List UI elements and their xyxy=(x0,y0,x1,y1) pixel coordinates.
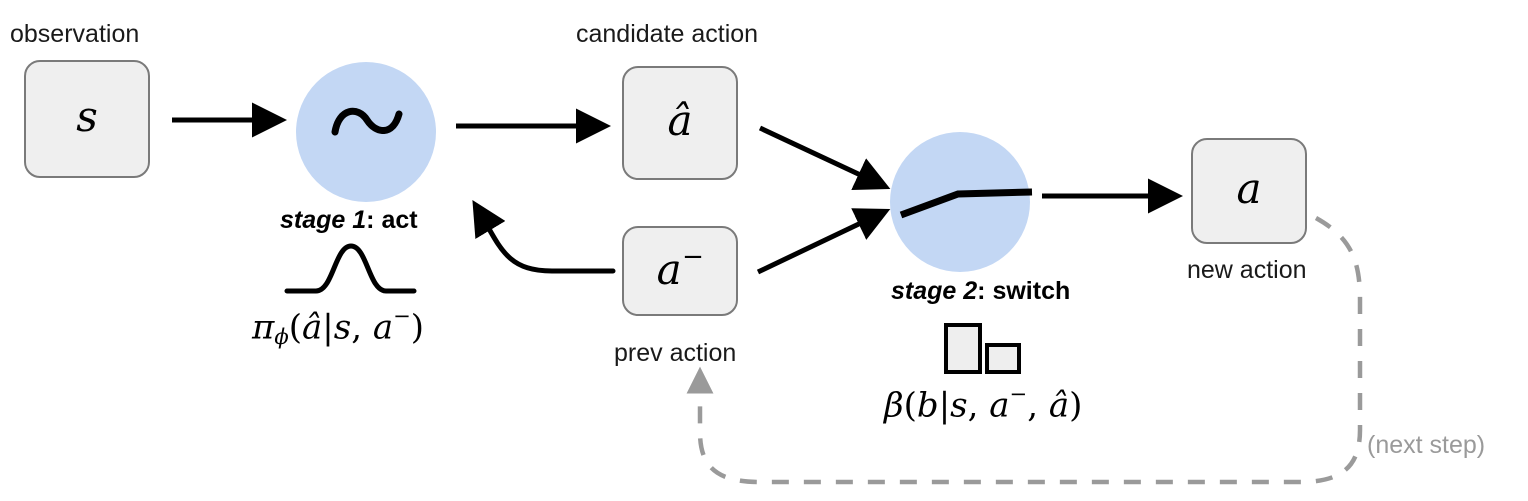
gaussian-bump-sketch xyxy=(284,243,417,294)
stage-1-label: stage 1: act xyxy=(280,206,418,234)
switch-lever-icon xyxy=(899,188,1033,219)
edge-prev-action-to-stage-1 xyxy=(472,199,616,274)
candidate-action-symbol: â xyxy=(667,96,693,145)
stage-2-circle[interactable] xyxy=(890,132,1030,272)
next-step-annotation: (next step) xyxy=(1367,431,1486,459)
observation-caption: observation xyxy=(10,20,140,48)
new-action-caption: new action xyxy=(1187,256,1307,284)
bar-short xyxy=(985,343,1021,374)
stage-1-formula: πϕ(â|s, a−) xyxy=(252,303,425,350)
prev-action-caption: prev action xyxy=(614,339,737,367)
prev-action-box[interactable]: a− xyxy=(622,226,738,316)
stage-2-formula: β(b|s, a−, â) xyxy=(884,381,1083,426)
edge-new-action-to-prev-action-feedback xyxy=(686,216,1363,485)
new-action-symbol: a xyxy=(1236,164,1262,213)
two-bar-chart-sketch xyxy=(944,323,1021,374)
candidate-action-box[interactable]: â xyxy=(622,66,738,180)
edge-candidate-action-to-stage-2 xyxy=(758,125,891,190)
candidate-action-caption: candidate action xyxy=(576,20,759,48)
observation-symbol: s xyxy=(76,92,98,141)
edge-prev-action-to-stage-2 xyxy=(756,208,891,275)
stage-2-label: stage 2: switch xyxy=(891,277,1071,305)
observation-box[interactable]: s xyxy=(24,60,150,178)
new-action-box[interactable]: a xyxy=(1191,138,1307,244)
bar-tall xyxy=(944,323,982,374)
stage-1-circle[interactable] xyxy=(296,62,436,202)
tilde-icon xyxy=(331,107,403,136)
prev-action-symbol: a− xyxy=(656,242,704,294)
